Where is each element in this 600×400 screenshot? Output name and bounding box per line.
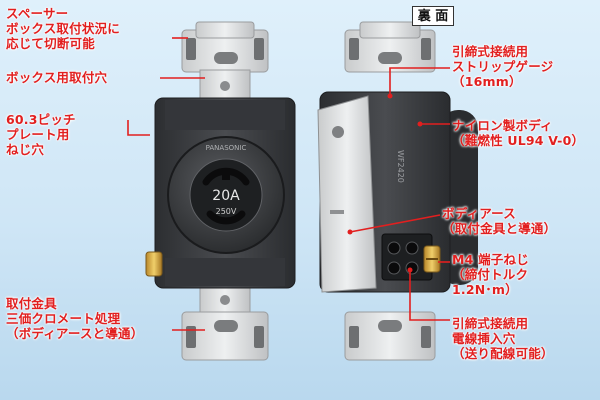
front-receptacle: 20A 250V PANASONIC — [145, 21, 296, 361]
label-body-earth: ボディアース （取付金具と導通） — [442, 206, 557, 236]
label-wire-hole: 引締式接続用 電線挿入穴 （送り配線可能） — [452, 316, 554, 361]
label-spacer: スペーサー ボックス取付状況に 応じて切断可能 — [6, 6, 120, 51]
label-nylon-body: ナイロン製ボディ （難燃性 UL94 V-0） — [452, 118, 585, 148]
face-rating: 20A — [212, 188, 240, 204]
label-strip-gauge: 引締式接続用 ストリップゲージ （16mm） — [452, 44, 554, 89]
front-top-bracket — [181, 21, 269, 101]
leader-dots — [347, 93, 423, 273]
label-plate-pitch: 60.3ピッチ プレート用 ねじ穴 — [6, 112, 76, 157]
back-top-bracket — [344, 21, 436, 73]
label-bracket: 取付金具 三価クロメート処理 （ボディアースと導通） — [6, 296, 144, 341]
back-side-tag: 裏 面 — [412, 6, 454, 26]
back-receptacle: WF2420 — [317, 21, 478, 361]
label-m4-screw: M4 端子ねじ （締付トルク 1.2N･m） — [452, 252, 529, 297]
back-bottom-bracket — [344, 311, 436, 361]
body-earth-plate — [317, 95, 377, 293]
face-voltage: 250V — [216, 207, 237, 216]
leader-lines — [127, 37, 450, 331]
label-box-hole: ボックス用取付穴 — [6, 70, 108, 85]
face-brand: PANASONIC — [206, 144, 247, 152]
back-body-code: WF2420 — [396, 150, 405, 183]
front-bottom-bracket — [181, 285, 269, 361]
